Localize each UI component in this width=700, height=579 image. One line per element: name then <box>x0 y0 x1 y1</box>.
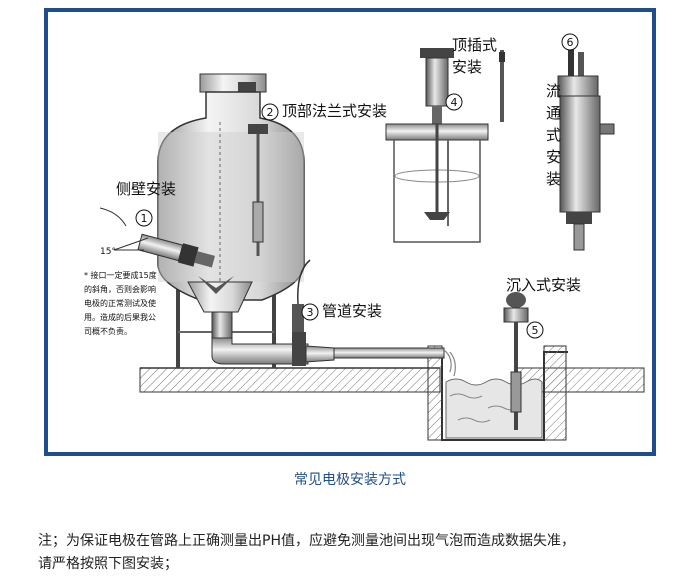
label-side-wall: 侧壁安装 <box>116 180 176 198</box>
svg-text:司概不负责。: 司概不负责。 <box>84 326 132 336</box>
svg-text:6: 6 <box>567 36 574 49</box>
diagram-panel: 1 2 3 4 5 6 侧壁安装 顶 <box>48 12 652 452</box>
immersion-electrode <box>503 292 529 430</box>
marker-5: 5 <box>526 321 544 339</box>
pipeline <box>211 259 456 377</box>
label-top-flange: 顶部法兰式安装 <box>282 102 387 120</box>
note-line-2: 请严格按照下图安装； <box>38 556 178 572</box>
marker-4: 4 <box>445 93 463 111</box>
label-angle: 15° <box>100 247 116 257</box>
svg-text:* 接口一定要成15度: * 接口一定要成15度 <box>84 270 157 280</box>
svg-text:电极的正常测试及使: 电极的正常测试及使 <box>84 298 156 308</box>
label-flow-through: 流 通 式 安 装 <box>546 82 561 188</box>
label-pipeline: 管道安装 <box>322 302 382 320</box>
marker-3: 3 <box>301 303 319 321</box>
installation-diagram: 1 2 3 4 5 6 侧壁安装 顶 <box>84 33 645 441</box>
marker-6: 6 <box>561 33 579 51</box>
label-top-insert-1: 顶插式 <box>452 36 497 54</box>
svg-text:3: 3 <box>307 306 314 319</box>
top-flange-electrode <box>248 124 268 256</box>
top-insert-assembly <box>385 48 505 243</box>
basin <box>427 345 568 441</box>
label-immersion: 沉入式安装 <box>506 276 581 294</box>
install-note: 注；为保证电极在管路上正确测量出PH值，应避免测量池间出现气泡而造成数据失准， … <box>38 530 678 576</box>
svg-text:5: 5 <box>532 324 539 337</box>
side-wall-electrode <box>99 207 215 268</box>
svg-text:的斜角，否则会影响: 的斜角，否则会影响 <box>84 284 156 294</box>
ground <box>139 367 645 393</box>
svg-text:用。造成的后果我公: 用。造成的后果我公 <box>84 312 156 322</box>
figure-caption: 常见电极安装方式 <box>294 472 406 488</box>
svg-text:流: 流 <box>546 82 561 100</box>
svg-text:式: 式 <box>546 126 561 144</box>
svg-text:安: 安 <box>546 148 561 166</box>
marker-1: 1 <box>135 209 153 227</box>
warning-note: * 接口一定要成15度 的斜角，否则会影响 电极的正常测试及使 用。造成的后果我… <box>84 270 157 336</box>
marker-2: 2 <box>261 103 279 121</box>
label-top-insert-2: 安装 <box>452 58 482 76</box>
svg-text:1: 1 <box>141 212 148 225</box>
svg-text:4: 4 <box>451 96 458 109</box>
note-line-1: 注；为保证电极在管路上正确测量出PH值，应避免测量池间出现气泡而造成数据失准， <box>38 533 575 549</box>
svg-text:通: 通 <box>546 104 561 122</box>
diagram-frame: 1 2 3 4 5 6 侧壁安装 顶 <box>44 8 656 456</box>
flow-through-assembly <box>557 46 615 251</box>
svg-text:装: 装 <box>546 170 561 188</box>
svg-text:2: 2 <box>267 106 274 119</box>
